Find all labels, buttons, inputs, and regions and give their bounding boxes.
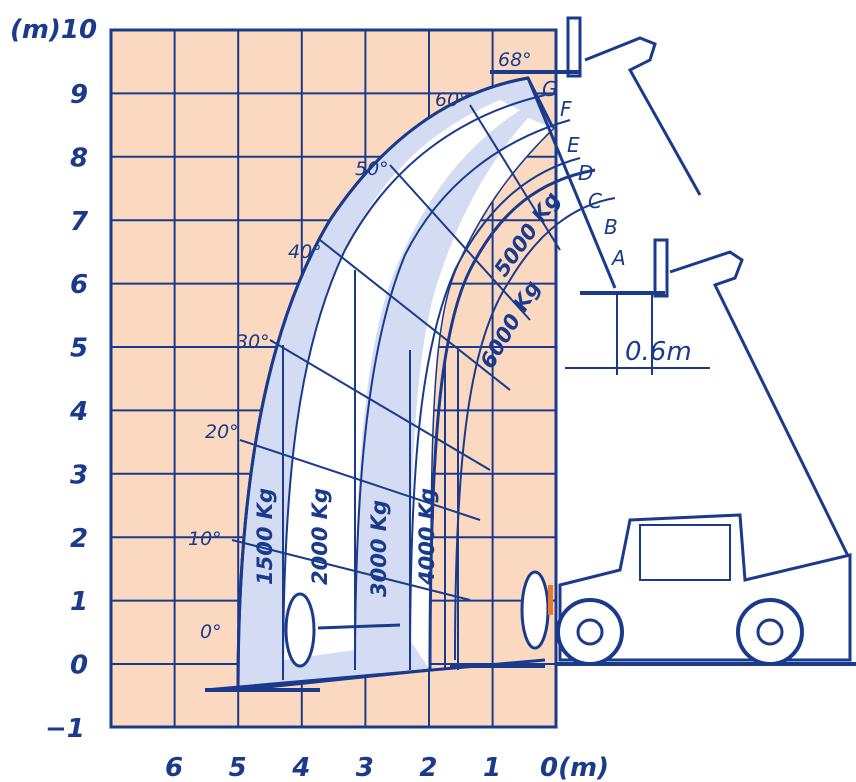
x-tick-label: 5 [229, 753, 247, 782]
x-tick-label: 3 [356, 753, 374, 782]
envelope-zone-inner [355, 110, 528, 640]
fork-top-carriage [566, 16, 582, 78]
load-zone-label: 1500 Kg [253, 488, 277, 585]
vehicle-cab-window [639, 524, 731, 581]
y-tick-label: 6 [70, 270, 88, 300]
offset-dimension-label: 0.6m [625, 337, 692, 367]
y-axis-ticks: 9 8 7 6 5 4 3 2 1 0 −1 [45, 80, 89, 744]
x-tick-label: 1 [483, 753, 501, 782]
angle-labels: 68° 60° 50° 40° 30° 20° 10° 0° [188, 49, 532, 643]
x-axis-ticks: 6 5 4 3 2 1 [165, 753, 501, 782]
arc-d [282, 94, 546, 681]
telehandler-vehicle [548, 513, 856, 666]
angle-label: 0° [200, 621, 222, 643]
fork-raised-top [490, 16, 702, 196]
boom-mid [669, 250, 852, 561]
fork-mid-carriage [653, 238, 669, 298]
boom-connector [317, 623, 401, 630]
y-tick-label: 2 [70, 524, 88, 554]
extension-label: C [588, 189, 602, 213]
x-tick-label: 2 [419, 753, 437, 782]
extension-label: A [610, 246, 626, 270]
outer-envelope-edge [236, 76, 529, 691]
rear-wheel-hub [756, 618, 784, 646]
y-tick-label: 0 [70, 651, 88, 681]
boom-top [584, 36, 702, 196]
y-tick-label: 4 [69, 397, 88, 427]
angle-line-30 [269, 339, 491, 471]
fork-carriage-outline [284, 592, 316, 668]
working-envelope [204, 76, 617, 692]
angle-line-50 [389, 164, 531, 321]
boom-tip-line [526, 77, 617, 289]
front-wheel-hub [576, 618, 604, 646]
angle-label: 20° [205, 421, 239, 443]
inner-white-zone-2 [410, 118, 553, 670]
y-axis-unit-label: (m)10 [10, 15, 97, 45]
y-tick-label: 5 [70, 334, 88, 364]
y-tick-label: 8 [70, 143, 88, 173]
vehicle-accent [548, 585, 553, 615]
offset-dimension: 0.6m [565, 295, 710, 375]
y-tick-label: −1 [45, 714, 85, 744]
angle-label: 60° [435, 89, 469, 111]
fork-carriage-outline-right [520, 570, 550, 650]
angle-label: 68° [498, 49, 532, 71]
angle-line-10 [231, 539, 471, 601]
angle-line-20 [239, 439, 481, 521]
fork-raised-mid [580, 238, 852, 561]
angle-label: 40° [288, 241, 322, 263]
y-tick-label: 9 [70, 80, 88, 110]
load-zone-label: 3000 Kg [367, 500, 391, 597]
y-tick-label: 3 [70, 460, 88, 490]
load-zone-label: 4000 Kg [415, 488, 439, 586]
y-tick-label: 7 [70, 207, 89, 237]
extension-label: G [542, 77, 558, 101]
extension-label: D [578, 161, 593, 185]
extension-label: B [604, 215, 618, 239]
inner-envelope-edge [428, 168, 596, 671]
angle-line-60 [469, 104, 561, 251]
extension-label: F [560, 97, 572, 121]
arc-b [409, 157, 581, 671]
extension-label: E [567, 133, 580, 157]
inner-white-zone [283, 100, 520, 660]
angle-line-40 [319, 239, 511, 391]
angle-label: 50° [355, 158, 389, 180]
fork-lowered [205, 570, 550, 692]
y-tick-label: 1 [70, 587, 88, 617]
x-axis-unit-label: 0(m) [540, 753, 609, 782]
arc-c [354, 119, 571, 671]
x-tick-label: 6 [165, 753, 183, 782]
x-tick-label: 4 [291, 753, 310, 782]
angle-label: 30° [236, 331, 270, 353]
load-zone-label: 2000 Kg [308, 488, 332, 585]
angle-label: 10° [188, 528, 222, 550]
